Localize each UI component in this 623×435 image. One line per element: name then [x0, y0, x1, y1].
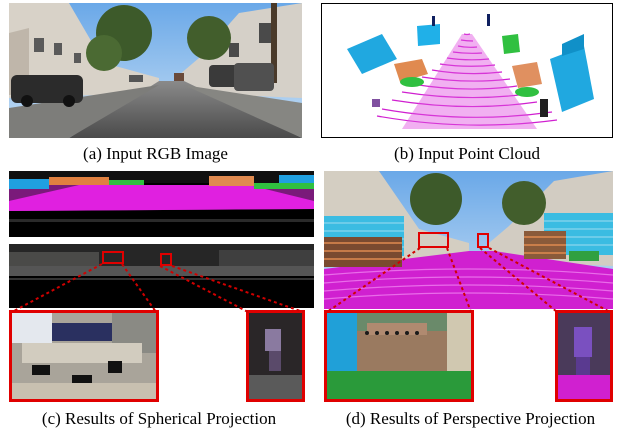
highlight-box-person-d	[477, 233, 489, 248]
caption-b: (b) Input Point Cloud	[394, 144, 540, 163]
spherical-label-strip	[9, 171, 314, 237]
caption-c: (c) Results of Spherical Projection	[41, 409, 277, 428]
caption-d: (d) Results of Perspective Projection	[345, 409, 596, 428]
spherical-zoom-person	[246, 310, 305, 402]
highlight-box-person	[160, 253, 172, 266]
input-point-cloud	[321, 3, 613, 138]
highlight-box-car-d	[418, 232, 449, 248]
caption-a: (a) Input RGB Image	[83, 144, 228, 163]
input-rgb-image	[9, 3, 302, 138]
spherical-image-strip	[9, 244, 314, 308]
perspective-zoom-car	[324, 310, 474, 402]
perspective-zoom-person	[555, 310, 613, 402]
highlight-box-car	[102, 251, 124, 264]
perspective-projection-image	[324, 171, 613, 309]
spherical-zoom-car	[9, 310, 159, 402]
